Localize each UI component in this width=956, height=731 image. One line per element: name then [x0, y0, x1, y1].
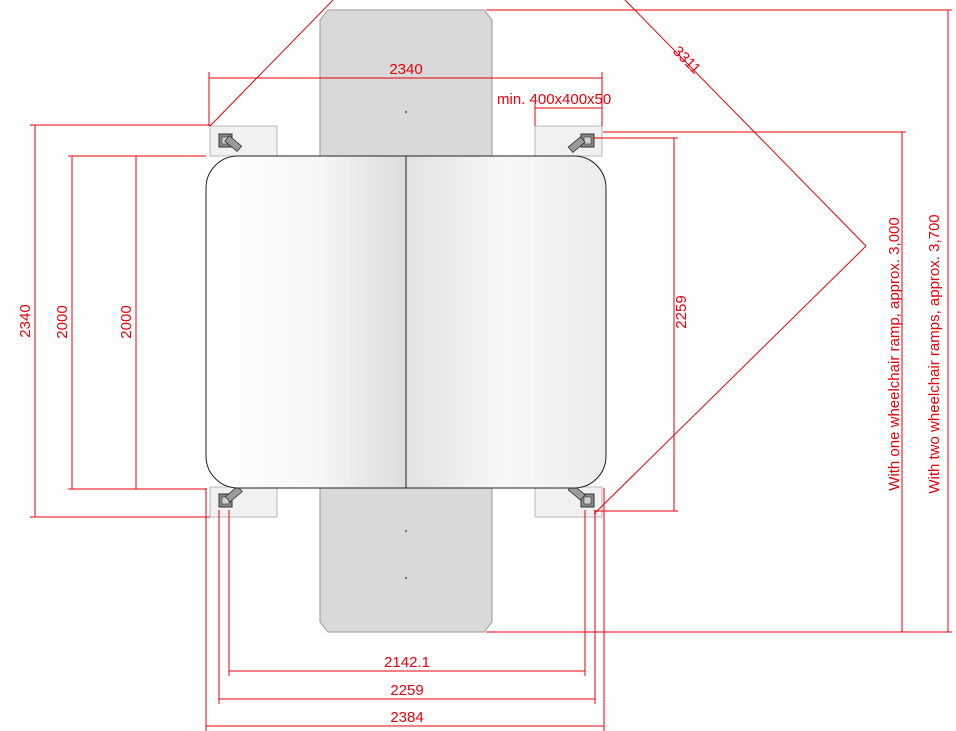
platform	[205, 155, 607, 489]
lift-posts	[218, 133, 595, 508]
note-one-ramp: With one wheelchair ramp, approx. 3,000	[886, 217, 903, 490]
dim-left-outer-height: 2340	[17, 304, 34, 337]
dimension-lines	[30, 0, 952, 731]
dim-right-height: 2259	[673, 295, 690, 328]
ramp-bottom	[319, 487, 493, 633]
dim-bottom-b: 2259	[390, 682, 423, 699]
dim-diagonal: 3311	[669, 43, 704, 78]
dim-bottom-c: 2384	[390, 709, 423, 726]
dim-bottom-a: 2142.1	[384, 654, 430, 671]
note-two-ramps: With two wheelchair ramps, approx. 3,700	[926, 214, 943, 493]
ramp-top	[319, 9, 493, 159]
dim-pad-size: min. 400x400x50	[497, 91, 611, 108]
dim-left-height-a: 2000	[54, 305, 71, 338]
dim-left-height-b: 2000	[118, 305, 135, 338]
dim-top-width: 2340	[389, 61, 422, 78]
